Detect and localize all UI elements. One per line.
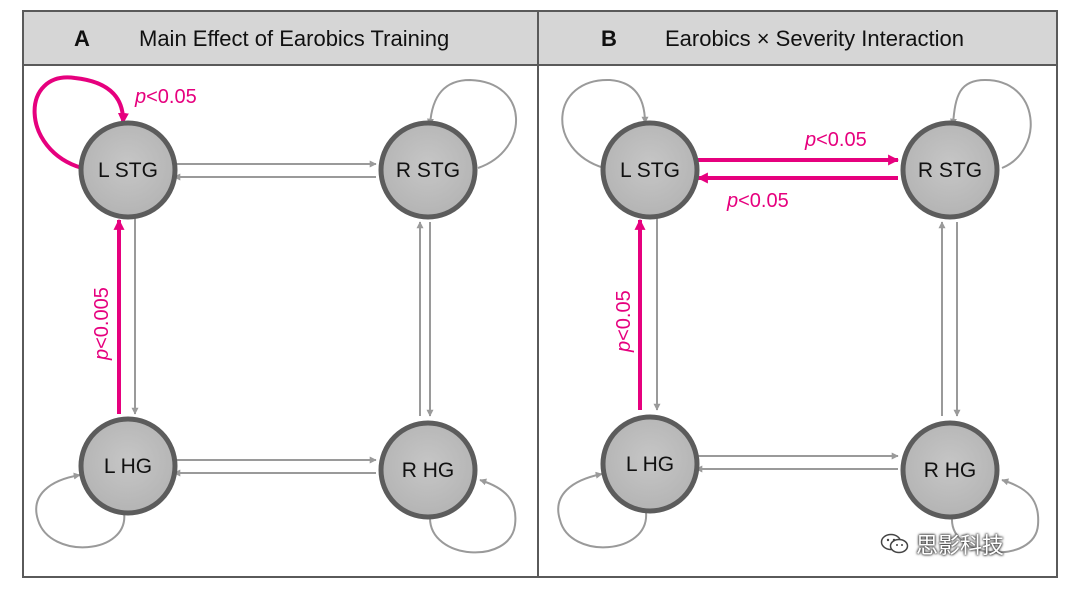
b-pvalue-lhg-to-lstg: p<0.05 bbox=[613, 290, 635, 353]
a-pvalue-lstg-self: p<0.05 bbox=[134, 86, 197, 108]
b-node-rstg-label: R STG bbox=[918, 159, 982, 182]
a-node-lhg-label: L HG bbox=[104, 455, 152, 478]
b-node-lstg: L STG bbox=[600, 120, 700, 220]
b-self-loop-rhg bbox=[950, 478, 1040, 554]
b-node-lhg: L HG bbox=[600, 414, 700, 514]
a-node-lstg-label: L STG bbox=[98, 159, 158, 182]
b-node-rstg: R STG bbox=[900, 120, 1000, 220]
a-node-rstg: R STG bbox=[378, 120, 478, 220]
b-node-rhg-label: R HG bbox=[924, 459, 977, 482]
a-self-loop-lhg bbox=[35, 472, 126, 549]
panel-b-letter: B bbox=[601, 26, 617, 51]
b-self-loop-lhg bbox=[557, 471, 648, 549]
a-self-loop-lstg bbox=[32, 75, 129, 170]
significance-labels: p<0.05 p<0.005 p<0.05 p<0.05 p<0.05 bbox=[91, 86, 867, 361]
b-node-lhg-label: L HG bbox=[626, 453, 674, 476]
wechat-icon bbox=[880, 532, 910, 562]
a-node-lhg: L HG bbox=[78, 416, 178, 516]
panel-a-nodes: L STG R STG L HG R HG bbox=[78, 120, 478, 520]
a-node-rhg: R HG bbox=[378, 420, 478, 520]
panel-b-title: Earobics × Severity Interaction bbox=[665, 26, 964, 51]
a-self-loop-rstg bbox=[426, 78, 517, 169]
watermark-text: 思影科技 bbox=[916, 533, 1005, 558]
a-pvalue-lhg-to-lstg: p<0.005 bbox=[91, 287, 113, 361]
b-pvalue-lstg-to-rstg: p<0.05 bbox=[804, 129, 867, 151]
b-self-loop-lstg bbox=[561, 78, 649, 169]
b-pvalue-rstg-to-lstg: p<0.05 bbox=[726, 190, 789, 212]
b-self-loop-rstg bbox=[949, 78, 1032, 169]
watermark: 思影科技 bbox=[880, 528, 1004, 562]
a-node-rstg-label: R STG bbox=[396, 159, 460, 182]
panel-b-nodes: L STG R STG L HG R HG bbox=[600, 120, 1000, 520]
a-node-rhg-label: R HG bbox=[402, 459, 455, 482]
b-node-rhg: R HG bbox=[900, 420, 1000, 520]
panel-b-header: B Earobics × Severity Interaction bbox=[539, 12, 1056, 66]
panel-a-connections bbox=[32, 75, 517, 554]
b-node-lstg-label: L STG bbox=[620, 159, 680, 182]
panel-a-header: A Main Effect of Earobics Training bbox=[24, 12, 537, 66]
panel-b-connections bbox=[557, 78, 1040, 554]
a-self-loop-rhg bbox=[429, 478, 517, 554]
panel-a-title: Main Effect of Earobics Training bbox=[139, 26, 450, 51]
a-node-lstg: L STG bbox=[78, 120, 178, 220]
panel-a-letter: A bbox=[74, 26, 90, 51]
